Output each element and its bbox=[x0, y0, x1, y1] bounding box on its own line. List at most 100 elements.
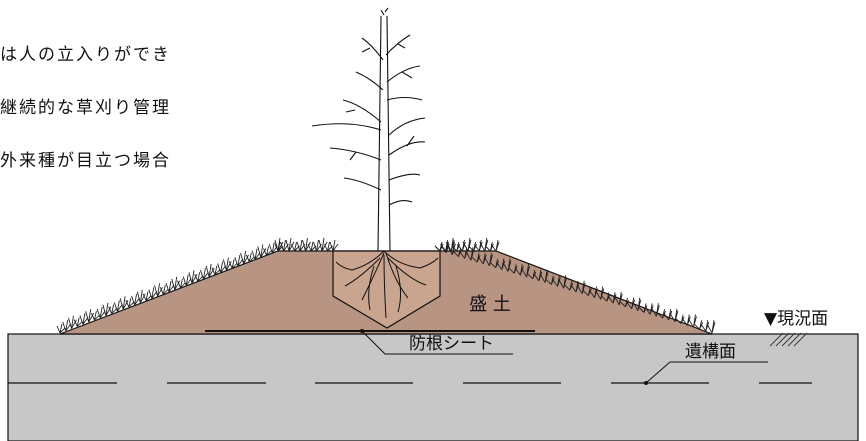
grass-tuft bbox=[462, 237, 472, 252]
grass-tuft bbox=[527, 269, 537, 280]
grass-tuft bbox=[620, 297, 629, 308]
grass-tuft bbox=[188, 270, 198, 284]
grass-tuft bbox=[613, 291, 623, 306]
grass-tuft bbox=[257, 244, 267, 258]
grass-tuft bbox=[91, 310, 100, 321]
grass-tuft bbox=[558, 275, 568, 289]
grass-tuft bbox=[508, 264, 518, 274]
grass-tuft bbox=[473, 239, 483, 252]
body-text-line-3: 外来種が目立つ場合 bbox=[0, 151, 171, 171]
grass-tuft bbox=[595, 286, 605, 300]
grass-tuft bbox=[514, 264, 524, 276]
remains-leader-dot bbox=[644, 381, 648, 385]
grass-tuft bbox=[445, 237, 455, 252]
grass-tuft bbox=[205, 263, 215, 278]
grass-tuft bbox=[113, 300, 123, 312]
grass-tuft bbox=[217, 261, 226, 273]
grass-tuft bbox=[222, 257, 232, 271]
grass-tuft bbox=[159, 285, 169, 295]
label-mound: 盛 土 bbox=[469, 294, 511, 315]
grass-tuft bbox=[675, 314, 685, 325]
grass-tuft bbox=[142, 291, 152, 301]
grass-tuft bbox=[477, 252, 487, 265]
grass-tuft bbox=[96, 306, 106, 319]
grass-tuft bbox=[657, 308, 666, 319]
grass-tuft bbox=[706, 319, 716, 334]
root-sheet-leader-dot bbox=[360, 329, 364, 333]
grass-tuft bbox=[479, 237, 489, 252]
grass-tuft bbox=[457, 239, 466, 252]
grass-left-slope bbox=[56, 237, 339, 334]
grass-tuft bbox=[533, 269, 543, 282]
grass-tuft bbox=[434, 241, 444, 252]
grass-tuft bbox=[56, 323, 66, 334]
grass-tuft bbox=[240, 250, 249, 265]
grass-tuft bbox=[496, 258, 506, 270]
grass-tuft bbox=[228, 259, 238, 269]
label-remains-surface: 遺構面 bbox=[685, 342, 736, 362]
grass-tuft bbox=[650, 303, 660, 317]
grass-tuft bbox=[669, 308, 679, 323]
grass-tuft bbox=[85, 309, 95, 323]
grass-tuft bbox=[62, 319, 72, 332]
grass-tuft bbox=[285, 237, 295, 252]
ground-hatch bbox=[769, 332, 808, 347]
grass-tuft bbox=[484, 252, 493, 267]
grass-tuft bbox=[694, 320, 704, 330]
grass-tuft bbox=[148, 287, 158, 299]
grass-tuft bbox=[136, 289, 146, 304]
grass-tuft bbox=[119, 296, 129, 310]
grass-tuft bbox=[154, 283, 163, 297]
grass-tuft bbox=[570, 280, 580, 293]
grass-tuft bbox=[446, 241, 456, 255]
grass-tuft bbox=[521, 264, 530, 278]
grass-tuft bbox=[681, 314, 691, 326]
grass-right-slope bbox=[434, 237, 716, 334]
grass-tuft bbox=[632, 297, 642, 311]
grass-tuft bbox=[68, 315, 77, 329]
label-root-sheet: 防根シート bbox=[409, 334, 494, 354]
grass-tuft bbox=[490, 239, 500, 252]
body-text-line-1: は人の立入りができ bbox=[0, 45, 171, 65]
tree bbox=[311, 7, 426, 252]
body-text-line-2: 継続的な草刈り管理 bbox=[0, 98, 171, 118]
grass-tuft bbox=[644, 303, 654, 315]
grass-tuft bbox=[471, 253, 481, 263]
grass-tuft bbox=[626, 297, 636, 310]
grass-tuft bbox=[576, 280, 586, 295]
grass-tuft bbox=[459, 247, 469, 259]
grass-tuft bbox=[79, 313, 89, 325]
grass-tuft bbox=[485, 241, 494, 252]
grass-tuft bbox=[245, 252, 255, 263]
existing-ground bbox=[7, 333, 859, 441]
grass-tuft bbox=[601, 292, 611, 302]
grass-tuft bbox=[73, 317, 83, 327]
grass-tuft bbox=[302, 237, 311, 252]
grass-tuft bbox=[583, 286, 592, 297]
root-sheet-leader bbox=[361, 330, 513, 355]
grass-tuft bbox=[182, 274, 192, 286]
grass-tuft bbox=[131, 293, 140, 306]
grass-tuft bbox=[234, 255, 244, 267]
grass-tuft bbox=[165, 280, 175, 293]
grass-tuft bbox=[329, 239, 339, 252]
grass-tuft bbox=[199, 267, 209, 280]
grass-tuft bbox=[552, 275, 561, 287]
grass-tuft bbox=[589, 286, 598, 298]
planting-pit bbox=[332, 250, 441, 329]
grass-tuft bbox=[108, 304, 117, 314]
tree-roots bbox=[335, 250, 439, 319]
grass-tuft bbox=[490, 258, 500, 269]
grass-tuft bbox=[102, 302, 112, 316]
grass-tuft bbox=[663, 308, 673, 321]
grass-tuft bbox=[468, 241, 478, 252]
grass-tuft bbox=[638, 303, 648, 313]
grass-tuft bbox=[194, 272, 204, 282]
grass-tuft bbox=[318, 237, 328, 252]
grass-tuft bbox=[564, 281, 574, 291]
grass-tuft bbox=[177, 278, 186, 289]
grass-tuft bbox=[688, 314, 697, 328]
grass-tuft bbox=[440, 239, 450, 252]
